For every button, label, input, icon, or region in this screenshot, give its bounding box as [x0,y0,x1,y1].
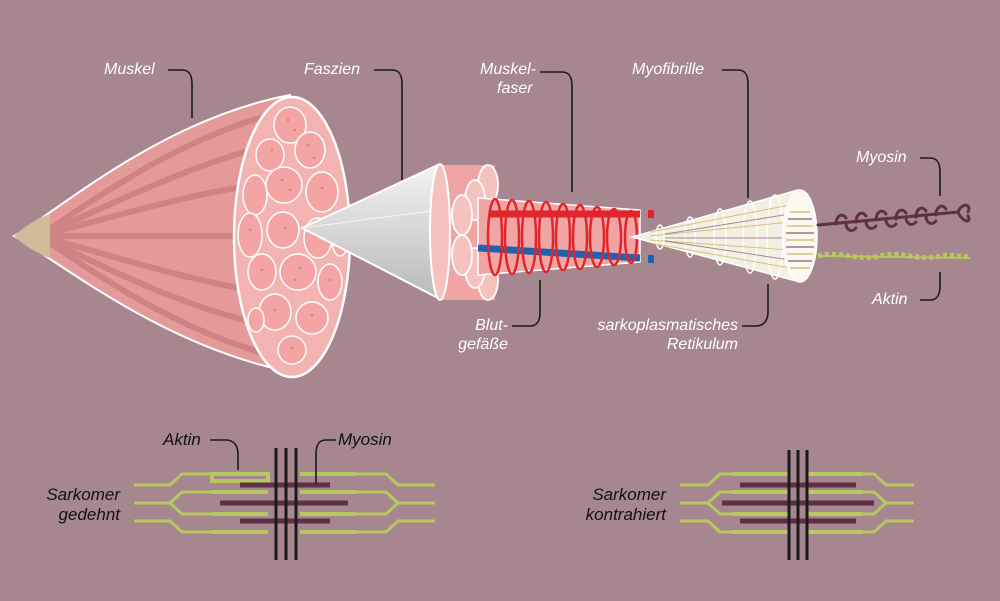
label-faszien: Faszien [304,61,361,78]
muscle-body [11,93,291,374]
sarcomere-stretched-myosin-label: Myosin [338,430,392,449]
sarcomere-stretched [134,439,435,560]
muscle-fiber [477,197,654,277]
actin-filament [817,251,971,261]
label-myofibrille: Myofibrille [632,61,705,78]
label-sarkoplasmatisches: sarkoplasmatisches [597,317,739,334]
label-blutgefaesse-line1: Blut- [475,317,508,334]
sarcomere-contracted-title-line2: kontrahiert [585,505,666,524]
sarcomere-contracted [680,450,914,560]
label-muskelfaser-line1: Muskel- [480,61,537,78]
label-muskelfaser-line2: faser [497,80,533,97]
sarcomere-stretched-aktin-label: Aktin [163,430,201,449]
sarcomere-contracted-title-line1: Sarkomer [592,485,666,504]
label-muskel: Muskel [104,61,155,78]
myosin-filament [816,203,971,232]
label-retikulum: Retikulum [666,336,738,353]
myofibril [629,189,818,283]
sarcomere-stretched-title-line1: Sarkomer [46,485,120,504]
label-myosin: Myosin [856,149,907,166]
label-aktin: Aktin [872,291,908,308]
label-blutgefaesse-line2: gefäße [458,336,508,353]
sarcomere-stretched-title-line2: gedehnt [58,505,120,524]
leader-lines [168,69,941,327]
